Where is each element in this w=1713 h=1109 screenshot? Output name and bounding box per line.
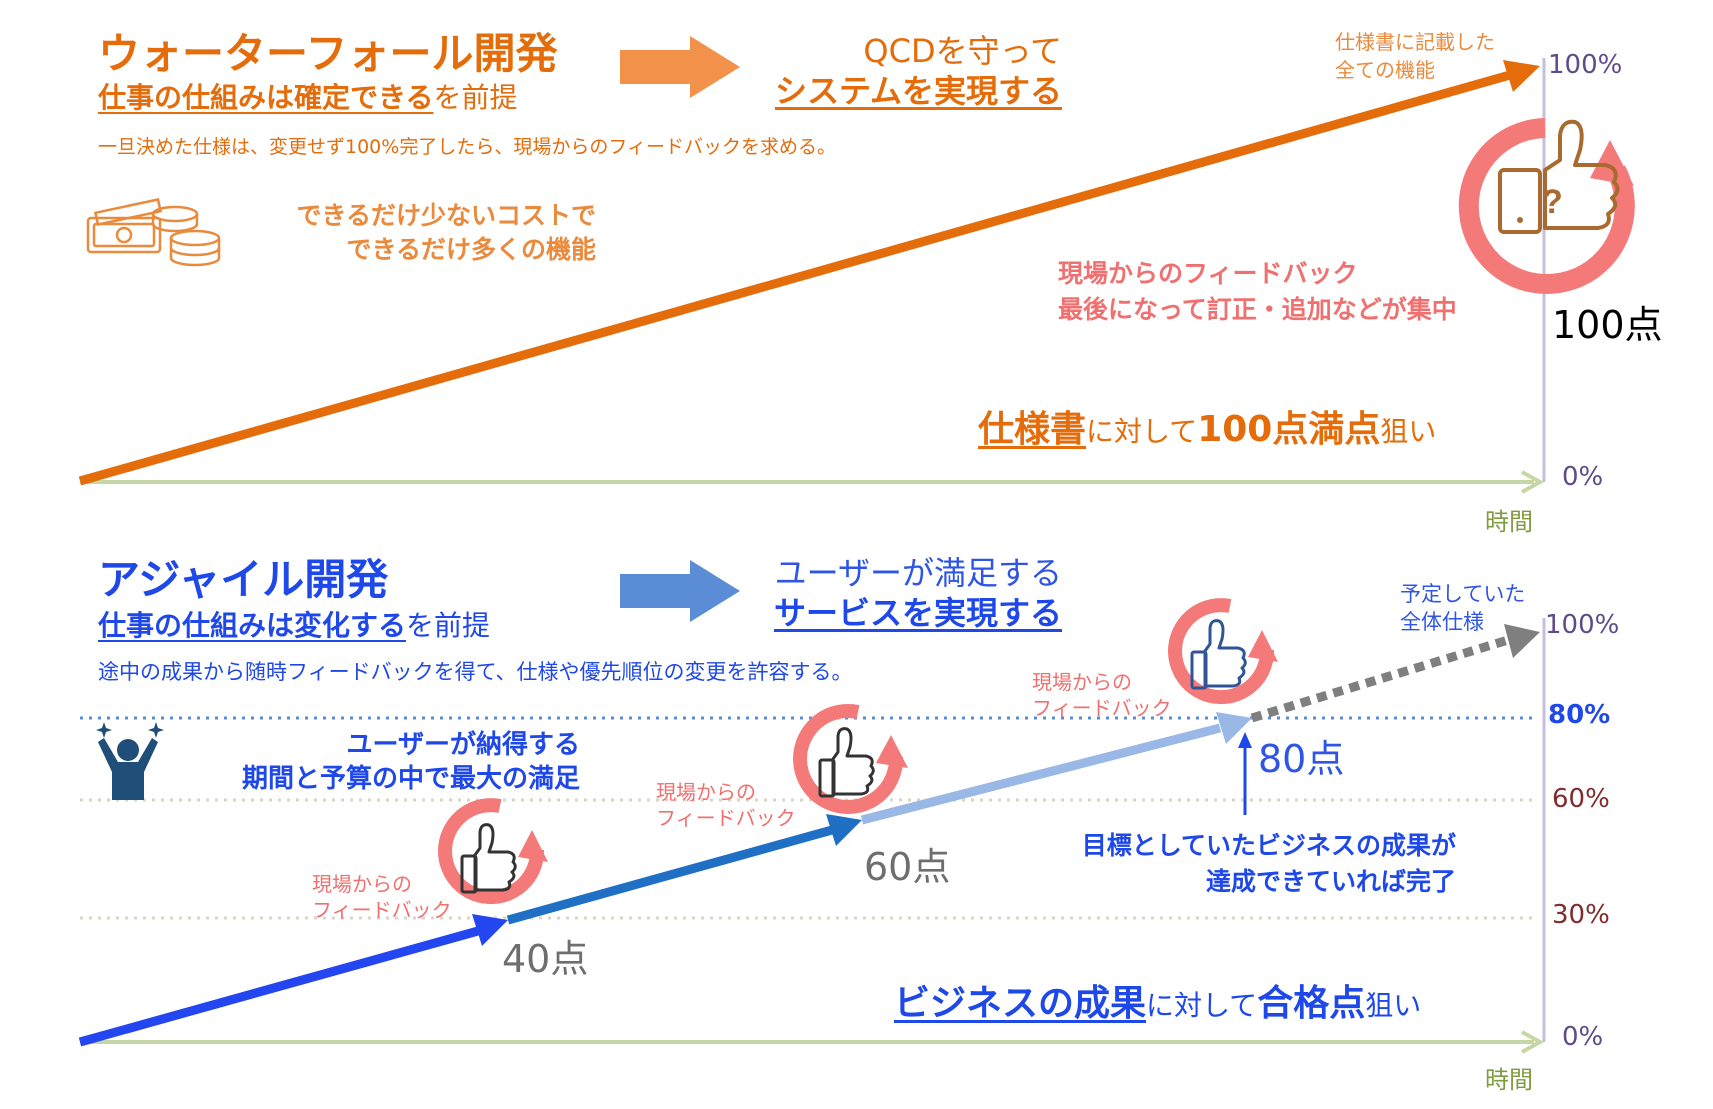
agile-score-80: 80点 bbox=[1258, 737, 1345, 781]
agile-goal-line2: サービスを実現する bbox=[773, 594, 1062, 632]
waterfall-premise-rest: を前提 bbox=[433, 81, 518, 114]
agile-user-line1: ユーザーが納得する bbox=[346, 730, 580, 760]
waterfall-feedback-line1: 現場からのフィードバック bbox=[1058, 259, 1358, 288]
agile-axis-0: 0% bbox=[1562, 1022, 1604, 1052]
waterfall-spec-label-line2: 全ての機能 bbox=[1335, 58, 1435, 82]
waterfall-goal-line1: QCDを守って bbox=[863, 32, 1062, 70]
waterfall-target-strong1: 仕様書 bbox=[978, 409, 1087, 450]
feedback-cycle-icon-40 bbox=[438, 798, 548, 905]
agile-user-line2: 期間と予算の中で最大の満足 bbox=[241, 764, 580, 794]
waterfall-time-label: 時間 bbox=[1485, 508, 1533, 536]
waterfall-title: ウォーターフォール開発 bbox=[98, 29, 558, 78]
agile-goal-line1: ユーザーが満足する bbox=[774, 554, 1062, 592]
satisfied-user-icon bbox=[96, 722, 164, 800]
waterfall-cost-line1: できるだけ少ないコストで bbox=[296, 201, 596, 230]
feedback-label-80-line2: フィードバック bbox=[1032, 696, 1172, 720]
agile-planned-arrowhead bbox=[1504, 624, 1540, 658]
agile-header-arrow bbox=[620, 560, 740, 622]
svg-text:?: ? bbox=[1542, 183, 1563, 221]
agile-axis-30: 30% bbox=[1552, 900, 1610, 930]
waterfall-target-strong2: 100点満点 bbox=[1197, 409, 1381, 450]
waterfall-score: 100点 bbox=[1552, 303, 1663, 347]
agile-planned-line2: 全体仕様 bbox=[1400, 610, 1484, 634]
agile-goal-note-line2: 達成できていれば完了 bbox=[1205, 867, 1456, 896]
agile-segment-1-arrowhead bbox=[472, 914, 508, 946]
waterfall-progress-line bbox=[78, 70, 1512, 486]
feedback-cycle-icon-60 bbox=[793, 703, 908, 814]
waterfall-feedback-line2: 最後になって訂正・追加などが集中 bbox=[1058, 295, 1457, 324]
agile-target-strong2: 合格点 bbox=[1257, 983, 1366, 1024]
waterfall-feedback-cycle-icon: ? bbox=[1458, 118, 1635, 294]
waterfall-time-axis-arrowhead bbox=[1521, 470, 1545, 494]
money-icon bbox=[86, 197, 221, 267]
agile-segment-3-arrowhead bbox=[1216, 712, 1252, 744]
feedback-label-80-line1: 現場からの bbox=[1032, 670, 1132, 694]
waterfall-target-mid: に対して bbox=[1086, 415, 1198, 448]
waterfall-description: 一旦決めた仕様は、変更せず100%完了したら、現場からのフィードバックを求める。 bbox=[98, 136, 836, 158]
agile-premise: 仕事の仕組みは変化するを前提 bbox=[98, 604, 490, 644]
agile-description: 途中の成果から随時フィードバックを得て、仕様や優先順位の変更を許容する。 bbox=[98, 660, 853, 684]
waterfall-goal-line2: システムを実現する bbox=[774, 72, 1062, 110]
waterfall-target-end: 狙い bbox=[1380, 415, 1437, 448]
agile-target: ビジネスの成果に対して合格点狙い bbox=[894, 974, 1421, 1026]
agile-segment-2 bbox=[506, 825, 834, 925]
agile-axis-100: 100% bbox=[1545, 610, 1620, 640]
agile-axis-80: 80% bbox=[1548, 700, 1611, 730]
agile-target-strong1: ビジネスの成果 bbox=[894, 983, 1147, 1024]
agile-planned-dashed-line bbox=[1250, 635, 1510, 723]
agile-target-mid: に対して bbox=[1146, 989, 1258, 1022]
agile-score-60: 60点 bbox=[864, 845, 951, 889]
waterfall-axis-0: 0% bbox=[1562, 462, 1604, 492]
waterfall-target: 仕様書に対して100点満点狙い bbox=[978, 400, 1436, 452]
waterfall-header-arrow bbox=[620, 36, 740, 98]
feedback-label-60-line1: 現場からの bbox=[656, 780, 756, 804]
agile-time-label: 時間 bbox=[1485, 1066, 1533, 1094]
agile-target-end: 狙い bbox=[1365, 989, 1422, 1022]
agile-title: アジャイル開発 bbox=[98, 555, 389, 604]
feedback-label-40-line2: フィードバック bbox=[312, 898, 452, 922]
agile-premise-rest: を前提 bbox=[406, 609, 491, 642]
agile-time-axis-arrowhead bbox=[1521, 1030, 1545, 1054]
agile-premise-strong: 仕事の仕組みは変化する bbox=[98, 609, 407, 642]
agile-segment-1 bbox=[78, 926, 480, 1047]
waterfall-cost-line2: できるだけ多くの機能 bbox=[346, 235, 596, 264]
feedback-cycle-icon-80 bbox=[1168, 598, 1278, 705]
agile-segment-3 bbox=[860, 723, 1222, 825]
agile-axis-60: 60% bbox=[1552, 784, 1610, 814]
feedback-label-60-line2: フィードバック bbox=[656, 806, 796, 830]
agile-goal-note-line1: 目標としていたビジネスの成果が bbox=[1081, 831, 1456, 860]
agile-planned-line1: 予定していた bbox=[1400, 582, 1526, 606]
agile-score-40: 40点 bbox=[502, 937, 589, 981]
waterfall-premise: 仕事の仕組みは確定できるを前提 bbox=[98, 76, 517, 116]
feedback-label-40-line1: 現場からの bbox=[312, 872, 412, 896]
waterfall-spec-label-line1: 仕様書に記載した bbox=[1335, 30, 1495, 54]
agile-segment-2-arrowhead bbox=[826, 814, 862, 846]
waterfall-premise-strong: 仕事の仕組みは確定できる bbox=[98, 81, 434, 114]
waterfall-axis-100: 100% bbox=[1548, 50, 1623, 80]
waterfall-progress-arrowhead bbox=[1503, 60, 1540, 92]
